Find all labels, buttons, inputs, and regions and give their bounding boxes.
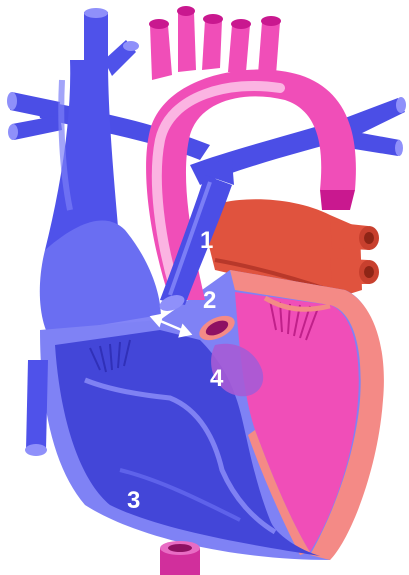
label-2: 2 (203, 287, 216, 314)
descending-aorta (160, 541, 200, 575)
label-4: 4 (210, 365, 224, 392)
label-3: 3 (127, 487, 140, 514)
inferior-vena-cava (25, 360, 48, 456)
label-1: 1 (200, 227, 213, 254)
